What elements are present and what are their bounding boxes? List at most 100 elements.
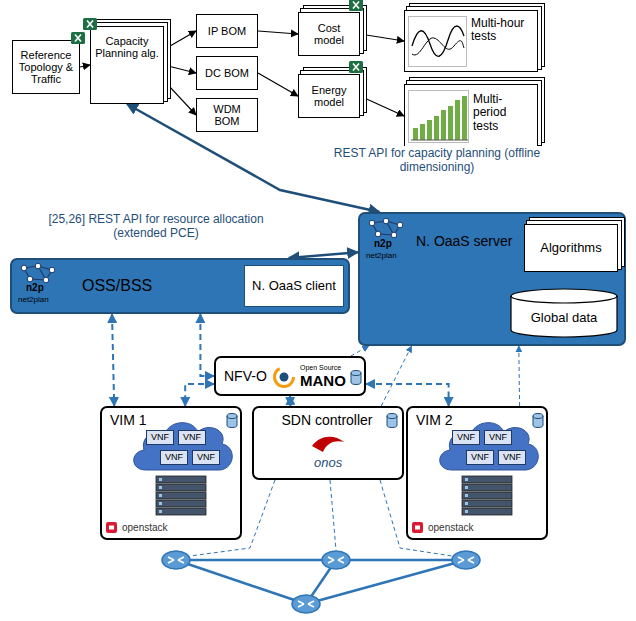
node-label: VIM 1 [110, 413, 147, 429]
net2plan-logo [369, 220, 375, 226]
connector [360, 96, 404, 116]
line-chart-thumbnail [412, 38, 464, 55]
node-label: openstack [428, 522, 474, 533]
vnf-box: VNF [146, 430, 174, 445]
node-label: WDM BOM [200, 103, 254, 128]
spreadsheet-icon [83, 18, 97, 30]
net2plan-logo [38, 266, 52, 270]
node-label: Cost model [302, 22, 356, 47]
spreadsheet-icon [349, 61, 363, 73]
net2plan-logo [386, 221, 394, 235]
bom-document: WDM BOM [196, 98, 258, 132]
vnf-box: VNF [466, 450, 494, 465]
node-label: N. OaaS client [252, 279, 336, 294]
node-label: VIM 2 [416, 413, 453, 429]
algorithms-document: Algorithms [524, 224, 618, 272]
bar-chart-thumbnail [462, 96, 467, 140]
node-label: Multi-hour tests [471, 17, 535, 44]
node-label: Multi-period tests [473, 93, 535, 133]
connector [351, 346, 369, 356]
server-rack [156, 476, 206, 515]
vim-illustration [465, 502, 468, 505]
connector [258, 31, 298, 34]
vim-illustration [159, 510, 162, 513]
router-links [336, 559, 466, 562]
openstack-icon [412, 522, 423, 533]
net2plan-logo [372, 221, 400, 235]
connector [112, 314, 114, 406]
spreadsheet-icon [87, 21, 93, 28]
osm-mano-logo [280, 373, 289, 382]
node-label: net2plan [18, 296, 49, 305]
net2plan-logo [394, 225, 400, 235]
connector [258, 73, 298, 96]
server-panel: n2pnet2planN. OaaS serverAlgorithms Glob… [358, 212, 626, 346]
results-document: Multi-hour tests [404, 10, 538, 72]
connector [360, 34, 404, 41]
net2plan-logo [38, 266, 46, 280]
oss-panel: n2pnet2planOSS/BSSN. OaaS client [10, 258, 350, 314]
osm-mano-logo [275, 368, 294, 387]
vim-illustration [159, 494, 162, 497]
input-document: Reference Topology & Traffic [12, 40, 80, 94]
spreadsheet-icon [71, 32, 85, 44]
vnf-box: VNF [178, 430, 206, 445]
bar-chart-thumbnail [441, 110, 446, 140]
database-icon [386, 413, 398, 428]
controller-box: SDN controlleronos [252, 406, 404, 480]
bar-chart-thumbnail [420, 124, 425, 140]
vim-box: VIM 1openstackVNFVNFVNFVNF [100, 406, 242, 540]
model-document: Cost model [298, 12, 360, 56]
connector [164, 31, 196, 49]
database-icon [226, 413, 238, 428]
net2plan-logo [49, 267, 55, 273]
osm-mano-logo [272, 365, 296, 389]
bar-chart-thumbnail [408, 90, 470, 144]
line-chart-thumbnail [409, 17, 467, 67]
spreadsheet-icon [349, 0, 363, 11]
net2plan-logo [24, 266, 38, 268]
bar-chart-thumbnail [409, 91, 469, 143]
router [168, 557, 184, 563]
openstack-icon [106, 522, 117, 533]
server-rack [156, 476, 206, 483]
server-rack [156, 484, 206, 491]
database-cylinder [511, 289, 617, 337]
orchestrator-box: NFV-OOpen SourceMANO [214, 356, 366, 396]
net2plan-logo [391, 232, 397, 238]
net2plan-logo [372, 221, 386, 223]
server-rack [156, 492, 206, 499]
line-chart-thumbnail [412, 26, 464, 56]
connector-label: REST API for capacity planning (offline … [330, 146, 544, 176]
connector [289, 396, 291, 406]
router [162, 551, 190, 569]
router [458, 557, 474, 563]
database-icon [533, 414, 543, 428]
bar-chart-thumbnail [413, 128, 418, 140]
node-label: DC BOM [205, 67, 249, 79]
net2plan-logo [35, 263, 41, 269]
openstack-icon [106, 522, 117, 533]
bar-chart-thumbnail [427, 120, 432, 140]
bar-chart-thumbnail [455, 100, 460, 140]
spreadsheet-icon [83, 18, 97, 30]
server-rack [156, 500, 206, 507]
bar-chart-thumbnail [411, 140, 468, 141]
sdn-router-links [330, 480, 336, 550]
node-label: Energy model [302, 84, 356, 109]
vim-box: VIM 2openstackVNFVNFVNFVNF [406, 406, 548, 540]
node-label: OSS/BSS [82, 277, 152, 295]
node-label: VNF [471, 452, 489, 462]
connector [164, 65, 196, 73]
bar-chart-thumbnail [413, 96, 467, 140]
node-label: NFV-O [224, 369, 267, 385]
vnf-box: VNF [452, 430, 480, 445]
net2plan-logo [372, 223, 378, 234]
net2plan-logo [27, 276, 33, 282]
server-rack [462, 476, 512, 483]
vim-illustration [134, 423, 233, 470]
database-icon [351, 373, 361, 376]
net2plan-logo [397, 222, 403, 228]
vim-illustration [159, 478, 162, 481]
connector [381, 346, 411, 406]
